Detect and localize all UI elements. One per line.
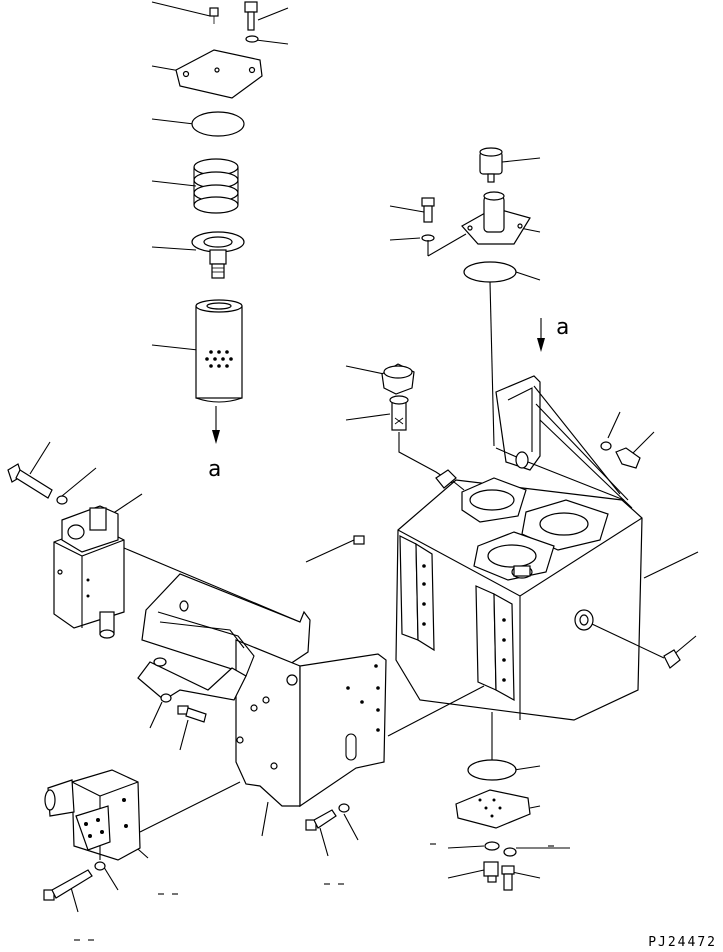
bottom-o-ring <box>467 759 517 781</box>
tank-level-plug <box>511 565 533 579</box>
breather-cap <box>479 147 503 183</box>
filter-o-ring <box>191 111 245 137</box>
valve-bolt-long <box>7 463 53 499</box>
filter-assembly: a <box>175 1 263 482</box>
breather-flange <box>461 191 531 245</box>
filler-strainer <box>389 395 409 431</box>
bracket-bolt-bottom <box>305 803 350 831</box>
filler-cap <box>381 363 415 395</box>
control-valve-bolt <box>43 861 106 901</box>
tank-stay-bracket <box>495 375 633 509</box>
bottom-washer-1 <box>484 841 500 851</box>
cover-bolt-small <box>209 7 219 24</box>
filter-element <box>195 299 243 403</box>
filler-assembly <box>381 363 461 489</box>
bypass-valve <box>191 231 245 279</box>
leader-lines <box>29 1 699 913</box>
view-marker-bottom: a <box>208 457 221 482</box>
bracket-bolt-left <box>160 693 207 723</box>
tank-small-plug <box>353 535 365 545</box>
breather-bolt <box>421 197 435 242</box>
valve-washer <box>56 495 68 505</box>
solenoid-valve <box>7 463 125 639</box>
bottom-drain-plug <box>483 861 499 883</box>
breather-o-ring <box>463 261 517 283</box>
tank-side-bracket-right <box>475 585 515 702</box>
view-marker-top: a <box>556 315 569 340</box>
tank-plug-right <box>663 649 681 669</box>
tank-side-fitting <box>574 609 594 631</box>
tank-port-front <box>473 531 555 581</box>
cover-bolt <box>244 1 259 43</box>
hydraulic-tank <box>353 375 681 721</box>
tank-bottom-parts <box>455 712 531 891</box>
tank-port-main <box>461 477 527 523</box>
tank-side-bracket-left <box>399 535 435 652</box>
tank-port-right <box>521 499 609 551</box>
drawing-code: PJ24472 <box>648 935 717 950</box>
control-valve <box>43 769 241 901</box>
filter-element-holes <box>205 350 233 368</box>
filter-spring <box>193 158 239 214</box>
bottom-bolt <box>501 865 515 891</box>
breather-assembly: a <box>421 147 569 447</box>
tank-bolt-right <box>600 441 641 469</box>
blank-label-marks <box>74 843 554 941</box>
mounting-bracket <box>123 547 387 808</box>
bottom-washer-2 <box>503 847 517 857</box>
bottom-cover-plate <box>455 789 531 829</box>
filter-cover <box>175 49 263 99</box>
